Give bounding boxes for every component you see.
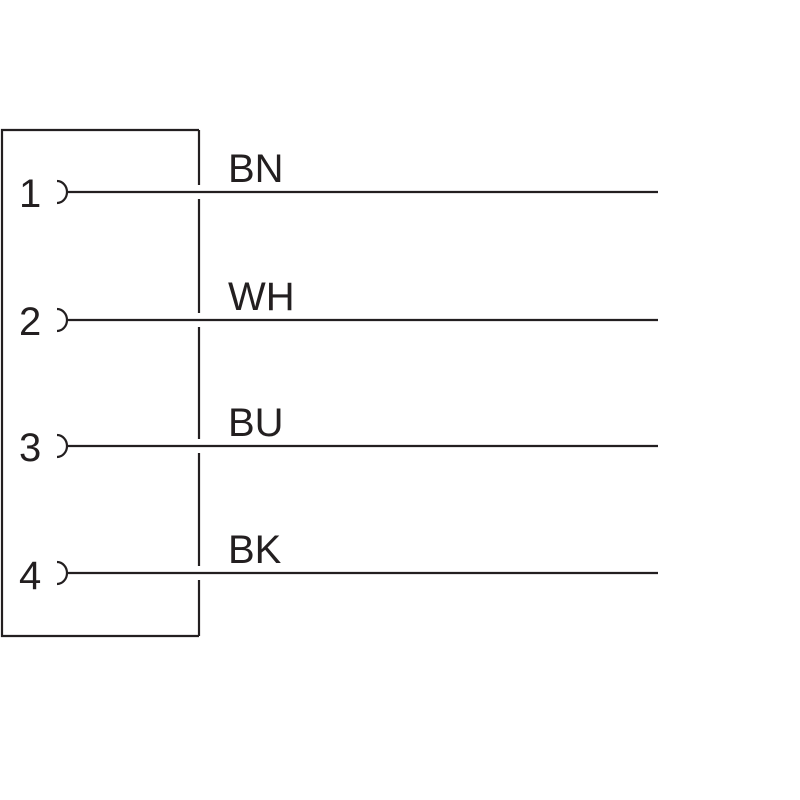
pin-2: 2 WH xyxy=(19,275,658,344)
socket-contact-icon xyxy=(56,560,69,586)
pin-number: 4 xyxy=(19,554,41,598)
socket-contact-icon xyxy=(56,307,69,333)
pin-number: 1 xyxy=(19,172,41,216)
wire-color-label: BN xyxy=(228,147,284,191)
socket-contact-icon xyxy=(56,179,69,205)
connector-housing-outline xyxy=(0,128,199,638)
pin-3: 3 BU xyxy=(19,401,658,470)
pin-1: 1 BN xyxy=(19,147,658,216)
pin-number: 3 xyxy=(19,426,41,470)
socket-contact-icon xyxy=(56,433,69,459)
wire-color-label: BK xyxy=(228,528,282,572)
connector-housing xyxy=(0,128,201,638)
pin-4: 4 BK xyxy=(19,528,658,598)
wire-color-label: WH xyxy=(228,275,295,319)
pin-number: 2 xyxy=(19,300,41,344)
wire-color-label: BU xyxy=(228,401,284,445)
